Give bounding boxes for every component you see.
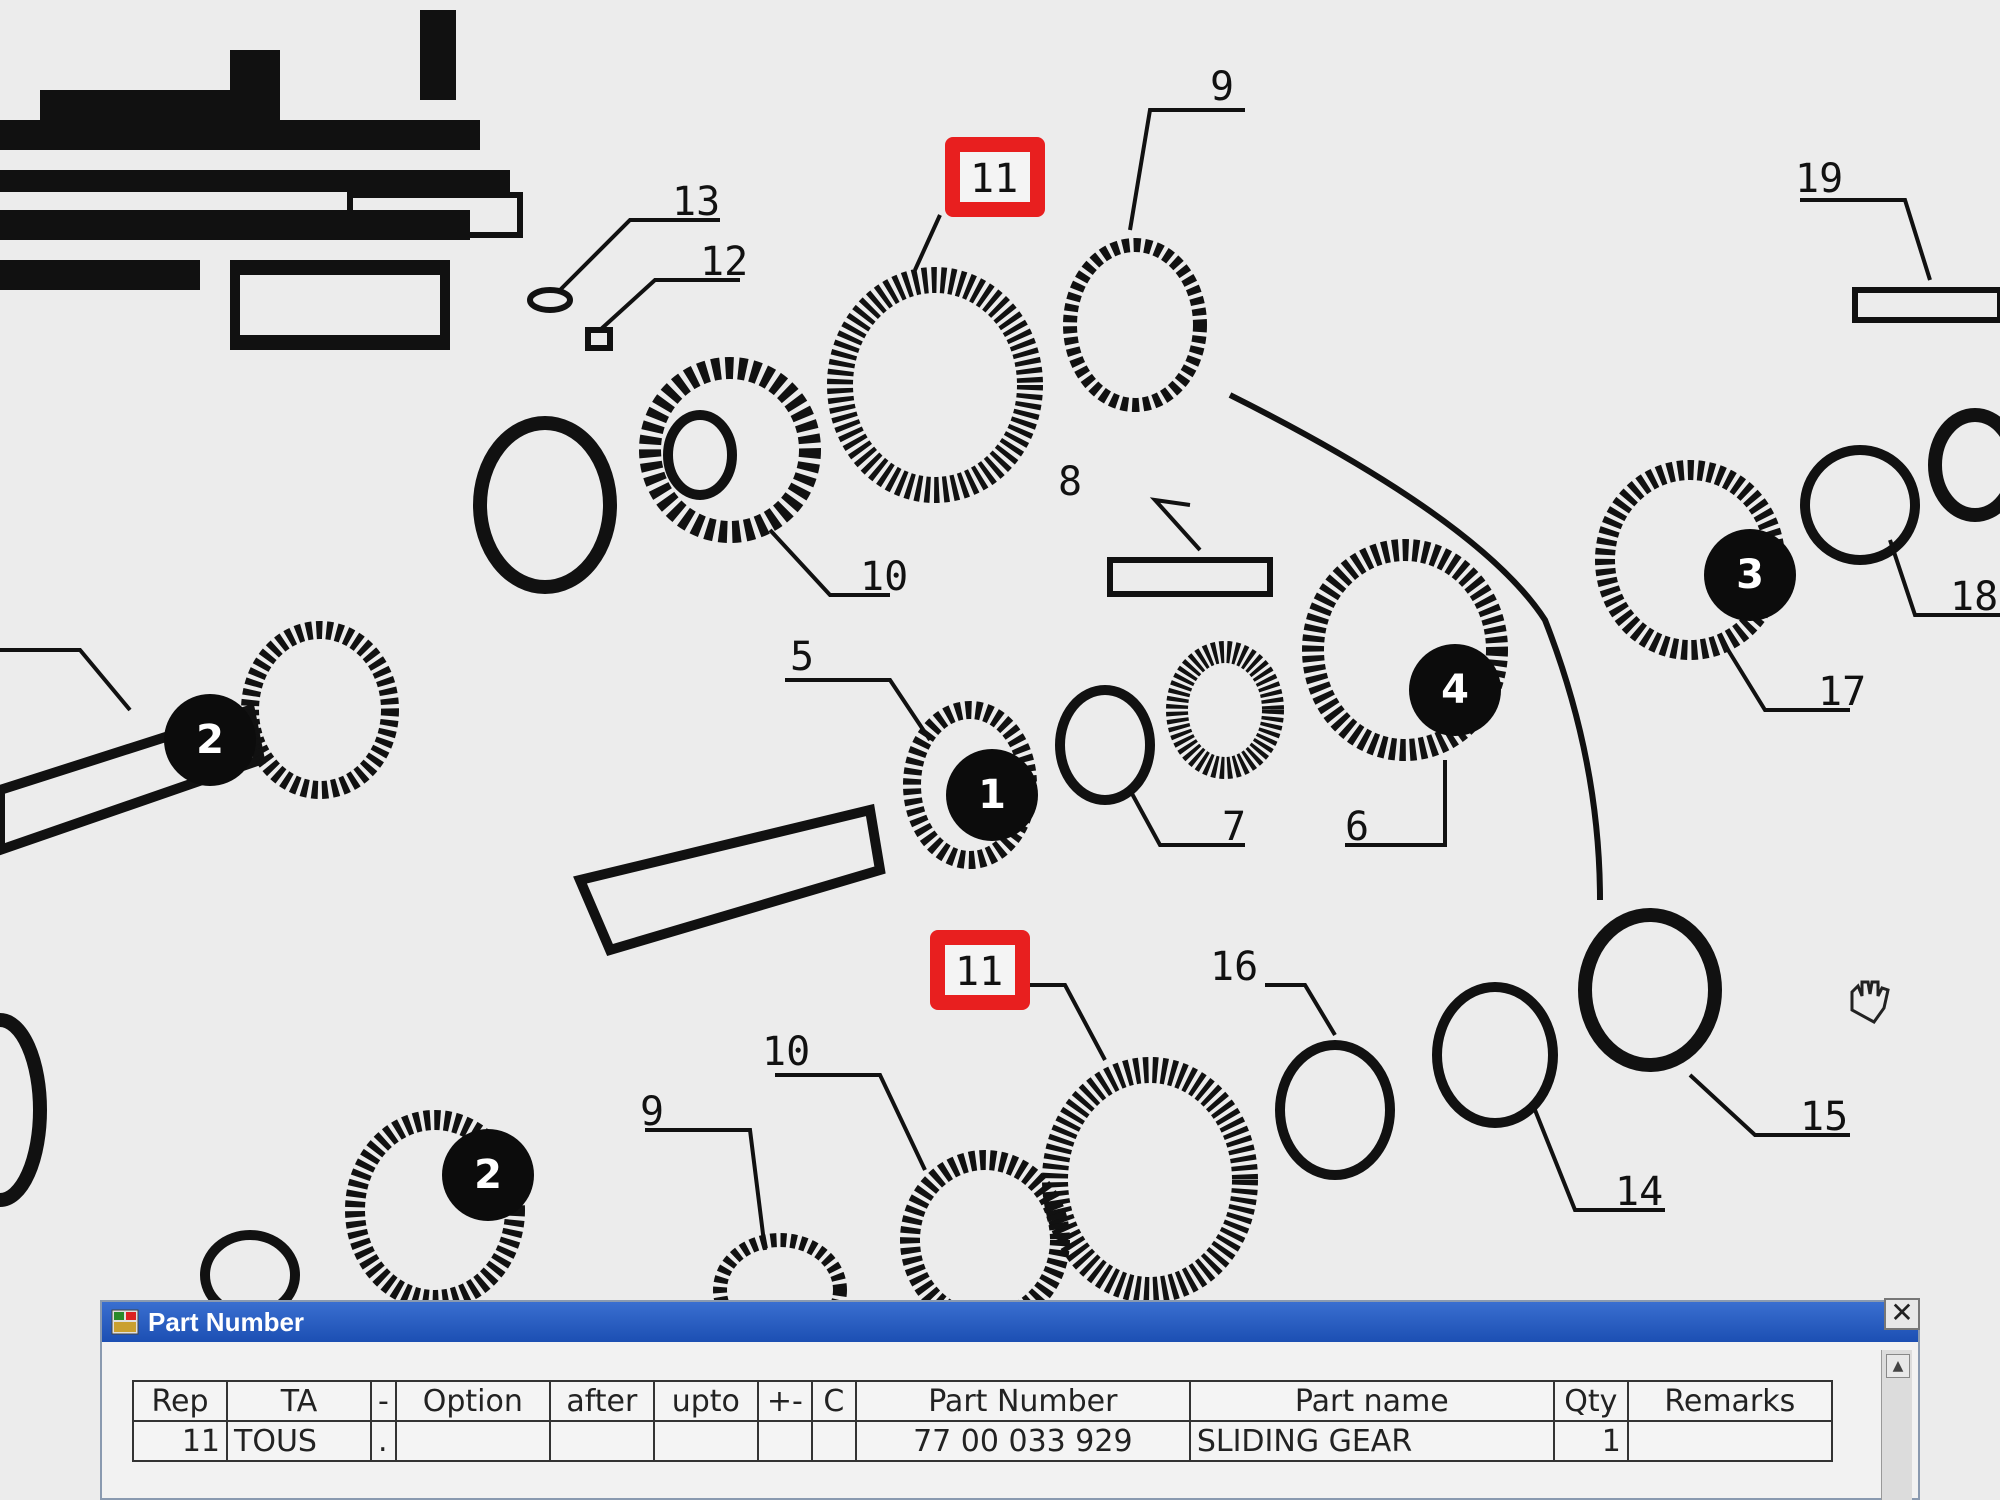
ring-16 — [1275, 1040, 1395, 1180]
badge-3 — [1704, 529, 1796, 621]
callout-10-bottom[interactable]: 10 — [762, 1029, 810, 1075]
badge-4 — [1409, 644, 1501, 736]
badge-3-label[interactable]: 3 — [1736, 552, 1764, 598]
cell-upto — [652, 1420, 759, 1462]
cell-remarks — [1626, 1420, 1833, 1462]
leader-lines — [0, 108, 2000, 1251]
exploded-parts-diagram: 13 12 11 9 19 10 8 5 7 6 17 18 11 16 14 … — [0, 10, 2000, 1320]
gear-edge — [1928, 408, 2000, 522]
badge-1 — [946, 749, 1038, 841]
cell-rep: 11 — [132, 1420, 228, 1462]
cell-qty: 1 — [1552, 1420, 1629, 1462]
callout-17[interactable]: 17 — [1818, 669, 1866, 715]
header-part-name[interactable]: Part name — [1188, 1380, 1555, 1422]
gear-10-bottom — [900, 1150, 1070, 1320]
badge-2-bottom — [442, 1129, 534, 1221]
transmission-assembly-drawing — [0, 10, 523, 350]
cell-option — [394, 1420, 551, 1462]
sliding-gear-top — [827, 267, 1043, 503]
header-c[interactable]: C — [810, 1380, 857, 1422]
callout-9-top[interactable]: 9 — [1210, 64, 1234, 110]
cell-dash: . — [370, 1420, 397, 1462]
callout-15[interactable]: 15 — [1800, 1094, 1848, 1140]
cell-ta: TOUS — [226, 1420, 372, 1462]
vertical-scrollbar[interactable]: ▲ — [1881, 1350, 1912, 1500]
badge-2-bottom-label[interactable]: 2 — [474, 1152, 502, 1198]
header-after[interactable]: after — [548, 1380, 655, 1422]
header-part-number[interactable]: Part Number — [854, 1380, 1191, 1422]
table-header-row: Rep TA - Option after upto +- C Part Num… — [132, 1380, 1833, 1422]
key-12 — [585, 327, 613, 351]
callout-12[interactable]: 12 — [700, 239, 748, 285]
callout-11-bottom[interactable]: 11 — [955, 949, 1003, 995]
washer-13 — [527, 287, 573, 313]
gear-9-bottom — [713, 1233, 847, 1320]
needle-bearing — [1166, 641, 1284, 779]
callout-11-top[interactable]: 11 — [970, 156, 1018, 202]
cell-after — [548, 1420, 655, 1462]
assembly-line — [1228, 392, 1603, 901]
header-plusminus[interactable]: +- — [756, 1380, 813, 1422]
badge-1-label[interactable]: 1 — [978, 772, 1006, 818]
header-upto[interactable]: upto — [652, 1380, 759, 1422]
callout-10-top[interactable]: 10 — [860, 554, 908, 600]
callout-16[interactable]: 16 — [1210, 944, 1258, 990]
splined-shaft — [573, 803, 886, 957]
ring-14 — [1432, 982, 1558, 1128]
callout-14[interactable]: 14 — [1615, 1169, 1663, 1215]
pin-8 — [1107, 557, 1273, 597]
callout-7[interactable]: 7 — [1222, 804, 1246, 850]
hand-cursor-icon — [1850, 980, 1890, 1024]
header-option[interactable]: Option — [394, 1380, 551, 1422]
gear-6 — [1302, 539, 1508, 761]
bushing-18 — [1800, 445, 1920, 565]
header-dash[interactable]: - — [370, 1380, 397, 1422]
synchro-ring-9 — [1063, 238, 1207, 412]
scroll-up-arrow-icon[interactable]: ▲ — [1886, 1354, 1910, 1378]
shaft-gear — [241, 621, 399, 799]
cell-part-number: 77 00 033 929 — [854, 1420, 1191, 1462]
sliding-gear-bottom — [1042, 1057, 1258, 1303]
callout-13[interactable]: 13 — [672, 179, 720, 225]
callout-5[interactable]: 5 — [790, 634, 814, 680]
close-button[interactable]: ✕ — [1884, 1298, 1920, 1330]
parts-table: Rep TA - Option after upto +- C Part Num… — [132, 1380, 1833, 1462]
gear-hub — [663, 410, 737, 500]
callout-18[interactable]: 18 — [1950, 574, 1998, 620]
badge-4-label[interactable]: 4 — [1441, 667, 1469, 713]
callout-19[interactable]: 19 — [1795, 156, 1843, 202]
header-qty[interactable]: Qty — [1552, 1380, 1629, 1422]
window-title: Part Number — [148, 1306, 305, 1337]
table-row[interactable]: 11 TOUS . 77 00 033 929 SLIDING GEAR 1 — [132, 1420, 1833, 1462]
cell-c — [810, 1420, 857, 1462]
header-ta[interactable]: TA — [226, 1380, 372, 1422]
callout-6[interactable]: 6 — [1345, 804, 1369, 850]
app-grid-icon — [111, 1309, 139, 1335]
callout-8[interactable]: 8 — [1058, 459, 1082, 505]
synchro-ring-15 — [1578, 908, 1722, 1072]
header-remarks[interactable]: Remarks — [1626, 1380, 1833, 1422]
badge-2-top — [164, 694, 256, 786]
bushing-7 — [1055, 685, 1155, 805]
pin-19 — [1852, 287, 2000, 323]
header-rep[interactable]: Rep — [132, 1380, 228, 1422]
callout-9-bottom[interactable]: 9 — [640, 1089, 664, 1135]
cell-plusminus — [756, 1420, 813, 1462]
ring-gear — [473, 416, 617, 594]
window-titlebar: Part Number — [102, 1302, 1918, 1342]
badge-2-top-label[interactable]: 2 — [196, 717, 224, 763]
edge-part — [0, 1013, 47, 1207]
cell-part-name: SLIDING GEAR — [1188, 1420, 1555, 1462]
gear-10-top — [639, 357, 821, 543]
part-number-window: Part Number ✕ ▲ Rep TA - Option after up… — [100, 1298, 1920, 1500]
